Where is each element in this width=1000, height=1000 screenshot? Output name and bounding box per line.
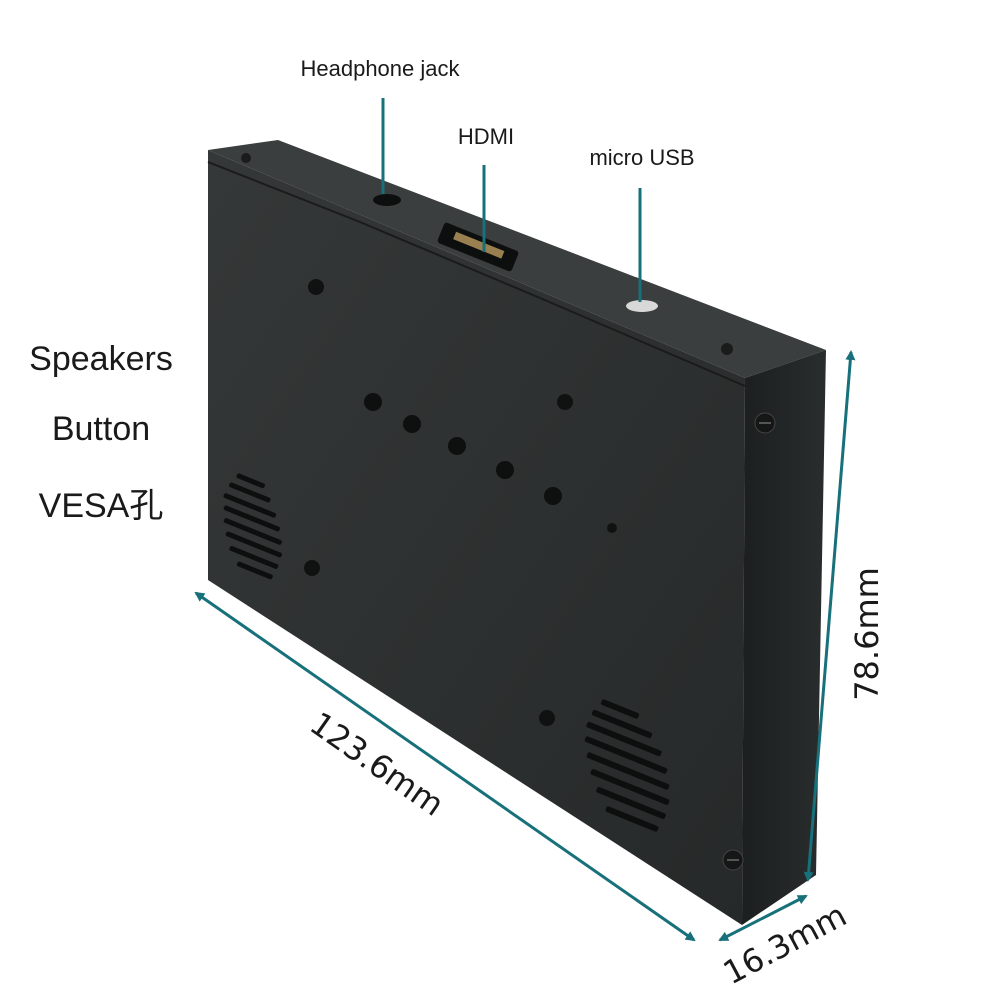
vesa-hole bbox=[539, 710, 555, 726]
width-dimension-arrow bbox=[194, 591, 696, 942]
vesa-hole bbox=[304, 560, 320, 576]
button-label: Button bbox=[51, 410, 151, 448]
height-dimension-arrow bbox=[803, 350, 856, 882]
corner-screw-top-left bbox=[241, 153, 251, 163]
hdmi-label: HDMI bbox=[457, 124, 515, 149]
button bbox=[364, 393, 382, 411]
case-back-face bbox=[208, 150, 745, 925]
panel-seam bbox=[207, 161, 746, 387]
button bbox=[448, 437, 466, 455]
vesa-hole bbox=[308, 279, 324, 295]
headphone-jack-label: Headphone jack bbox=[300, 56, 460, 81]
depth-dimension-arrow bbox=[718, 894, 808, 942]
usb-port bbox=[626, 300, 658, 312]
speakers-label: Speakers bbox=[29, 340, 173, 378]
vesa-label: VESA孔 bbox=[38, 487, 164, 525]
button bbox=[496, 461, 514, 479]
hdmi-port-pins bbox=[453, 231, 505, 259]
vesa-hole bbox=[557, 394, 573, 410]
button bbox=[544, 487, 562, 505]
button bbox=[403, 415, 421, 433]
micro-usb-label: micro USB bbox=[589, 145, 695, 170]
corner-screw-top-right bbox=[721, 343, 733, 355]
small-hole bbox=[607, 523, 617, 533]
case-top-edge bbox=[208, 140, 826, 378]
speaker-grille-left bbox=[223, 473, 282, 580]
height-dimension-label: 78.6mm bbox=[847, 567, 886, 701]
case-side-face bbox=[742, 350, 826, 925]
headphone-port bbox=[373, 194, 401, 206]
